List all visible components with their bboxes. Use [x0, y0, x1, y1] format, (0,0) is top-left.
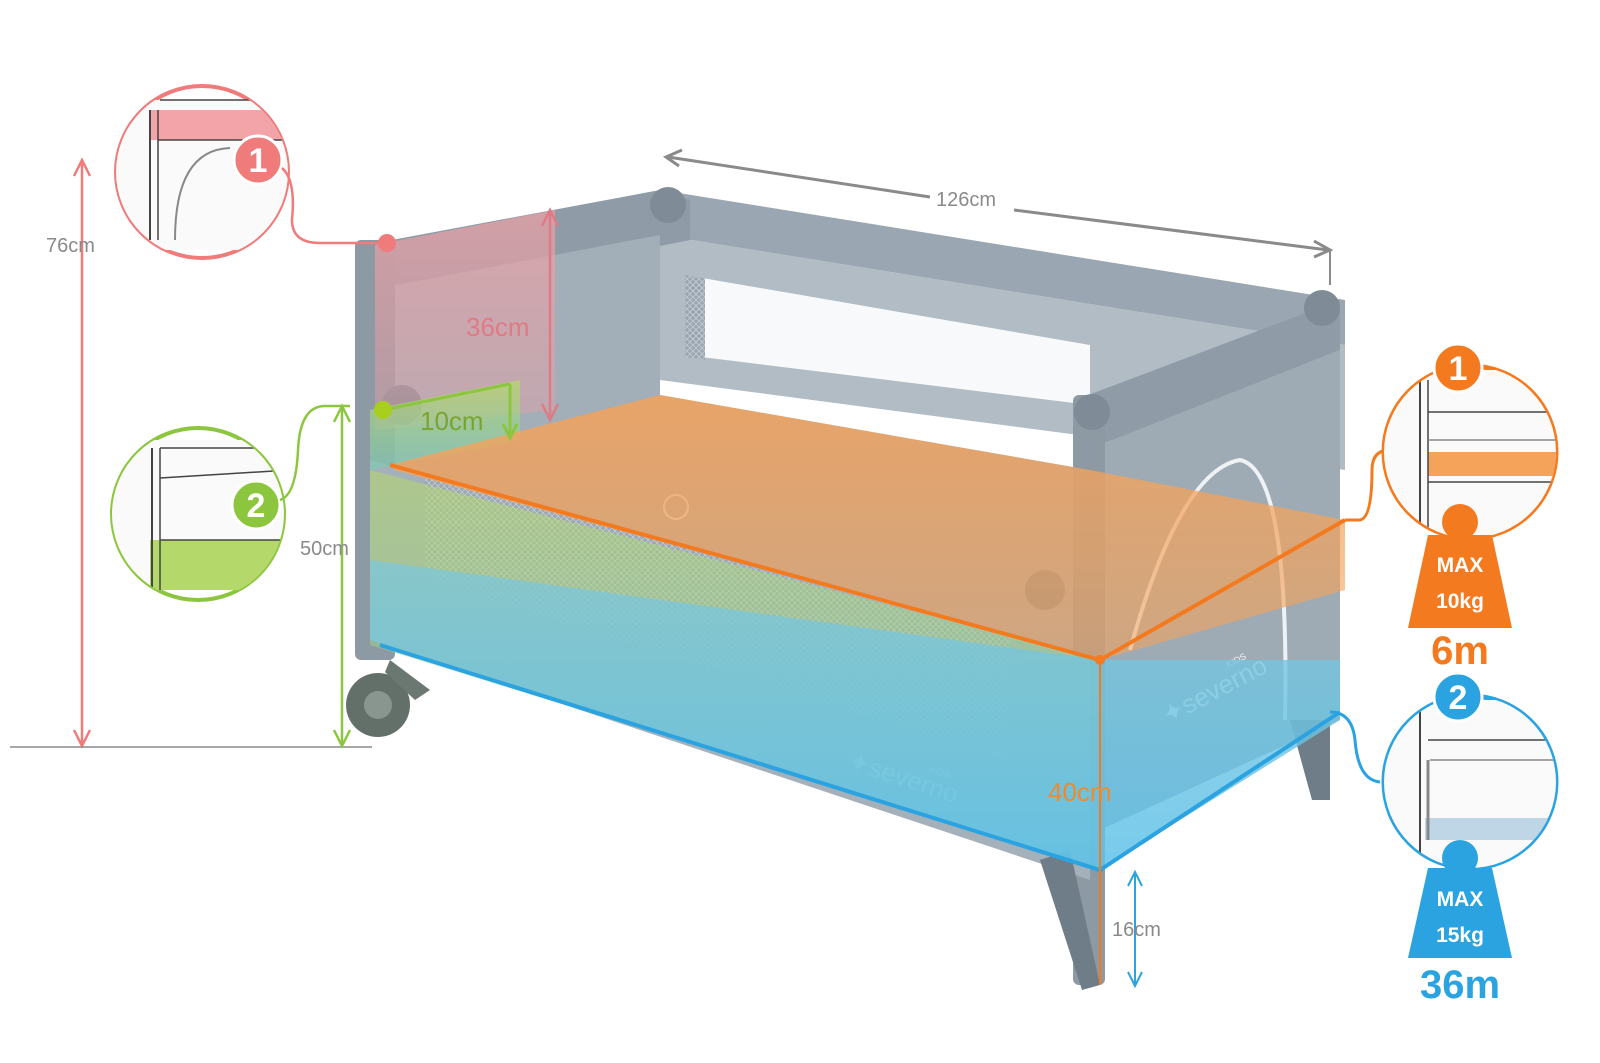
inset-lower-position: 2	[110, 404, 350, 602]
inset-2-number: 2	[247, 487, 266, 525]
dimension-76cm: 76cm	[46, 157, 95, 749]
dimension-36cm: 36cm	[466, 207, 560, 423]
level-2-overlay	[370, 560, 1340, 870]
joint-cap	[650, 187, 686, 223]
upper-zone-overlay	[375, 210, 555, 430]
level-2-leader	[1329, 710, 1381, 784]
wheel	[346, 660, 430, 737]
front-rail	[1075, 300, 1340, 445]
dim-10cm-label: 10cm	[420, 406, 484, 436]
inset-2-leader	[279, 404, 350, 502]
inset-1-leader	[281, 167, 388, 245]
weight-icon-level-1: MAX 10kg	[1408, 504, 1512, 628]
level-2-age: 36m	[1420, 963, 1500, 1007]
dim-36cm-label: 36cm	[466, 312, 530, 342]
weight-icon-level-2: MAX 15kg	[1408, 840, 1512, 958]
level-1-age: 6m	[1431, 629, 1489, 673]
inset-1-number: 1	[249, 142, 268, 180]
level-2-badge	[1432, 671, 1484, 723]
dim-76cm-label: 76cm	[46, 235, 95, 257]
dimension-10cm: 10cm	[374, 382, 519, 442]
inset-upper-position: 1	[114, 84, 396, 260]
dim-40cm-label: 40cm	[1048, 777, 1112, 807]
dimension-40cm: 40cm	[1048, 664, 1112, 985]
back-mesh-window	[685, 275, 1090, 405]
level-1-leader	[1345, 448, 1391, 522]
level-1-badge	[1432, 342, 1484, 394]
back-rail	[660, 190, 1345, 345]
dimension-16cm: 16cm	[1112, 869, 1161, 989]
dim-126cm-label: 126cm	[936, 189, 996, 211]
inset-level-1: 1 MAX 10kg 6m	[1345, 342, 1559, 673]
inset-level-2: 2 MAX 15kg 36m	[1329, 671, 1559, 1007]
joint-cap	[1304, 290, 1340, 326]
inset-2-badge	[230, 479, 282, 531]
level-1-max-weight: 10kg	[1436, 590, 1484, 613]
level-2-max-label: MAX	[1437, 888, 1484, 911]
level-2-max-weight: 15kg	[1436, 924, 1484, 947]
level-1-max-label: MAX	[1437, 554, 1484, 577]
level-2-number: 2	[1449, 679, 1468, 717]
inset-1-badge	[232, 134, 284, 186]
dim-50cm-label: 50cm	[300, 538, 349, 560]
dim-16cm-label: 16cm	[1112, 919, 1161, 941]
joint-cap	[1074, 394, 1110, 430]
level-1-overlay	[390, 395, 1345, 660]
dimension-126cm: 126cm	[662, 148, 1334, 285]
level-1-dot	[1095, 655, 1105, 665]
dimension-50cm: 50cm	[300, 403, 352, 749]
level-1-number: 1	[1449, 350, 1468, 388]
height-overlays	[370, 210, 1345, 870]
front-leg	[1040, 850, 1100, 990]
